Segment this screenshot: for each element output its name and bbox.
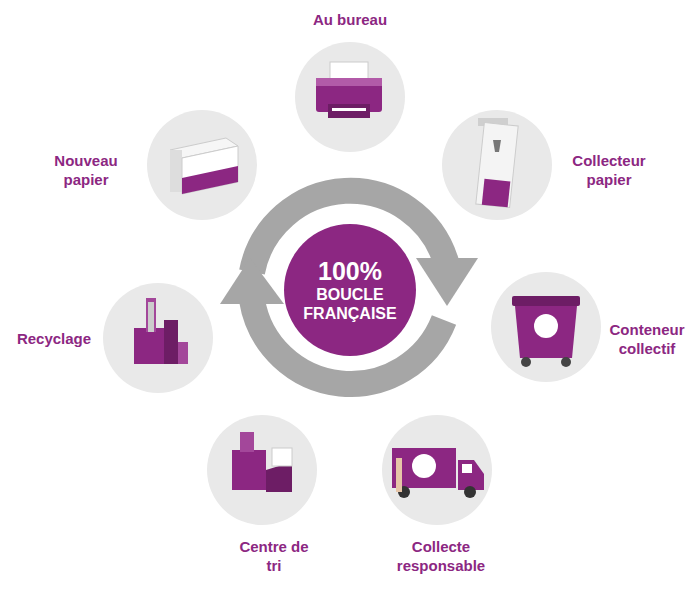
station-circle: Nouveau papier bbox=[147, 110, 257, 220]
station-label: Collecte responsable bbox=[381, 537, 501, 575]
station-label: Conteneur collectif bbox=[599, 320, 695, 358]
center-percent: 100% bbox=[318, 257, 382, 285]
station-circle: Collecte responsable bbox=[382, 415, 492, 525]
loop-arrow bbox=[252, 191, 446, 384]
station-circle: Au bureau bbox=[295, 42, 405, 152]
station-label: Centre de tri bbox=[234, 537, 314, 575]
center-circle: 100%BOUCLE FRANÇAISE bbox=[284, 224, 416, 356]
container-icon bbox=[512, 296, 580, 367]
station-label: Nouveau papier bbox=[41, 151, 131, 189]
station-label: Recyclage bbox=[4, 329, 104, 348]
station-circle: Centre de tri bbox=[207, 415, 317, 525]
station-circle: Recyclage bbox=[103, 283, 213, 393]
station-circle: Conteneur collectif bbox=[491, 272, 601, 382]
paper-box-icon bbox=[170, 138, 238, 194]
paper-collector-icon bbox=[476, 118, 518, 208]
printer-icon bbox=[316, 62, 382, 118]
center-title: BOUCLE FRANÇAISE bbox=[295, 285, 405, 323]
truck-icon bbox=[392, 448, 484, 498]
station-circle: Collecteur papier bbox=[442, 110, 552, 220]
station-circle bbox=[103, 42, 601, 525]
sorting-centre-icon bbox=[232, 432, 292, 492]
station-label: Collecteur papier bbox=[559, 151, 659, 189]
station-label: Au bureau bbox=[290, 10, 410, 29]
recycling-plant-icon bbox=[134, 298, 188, 364]
